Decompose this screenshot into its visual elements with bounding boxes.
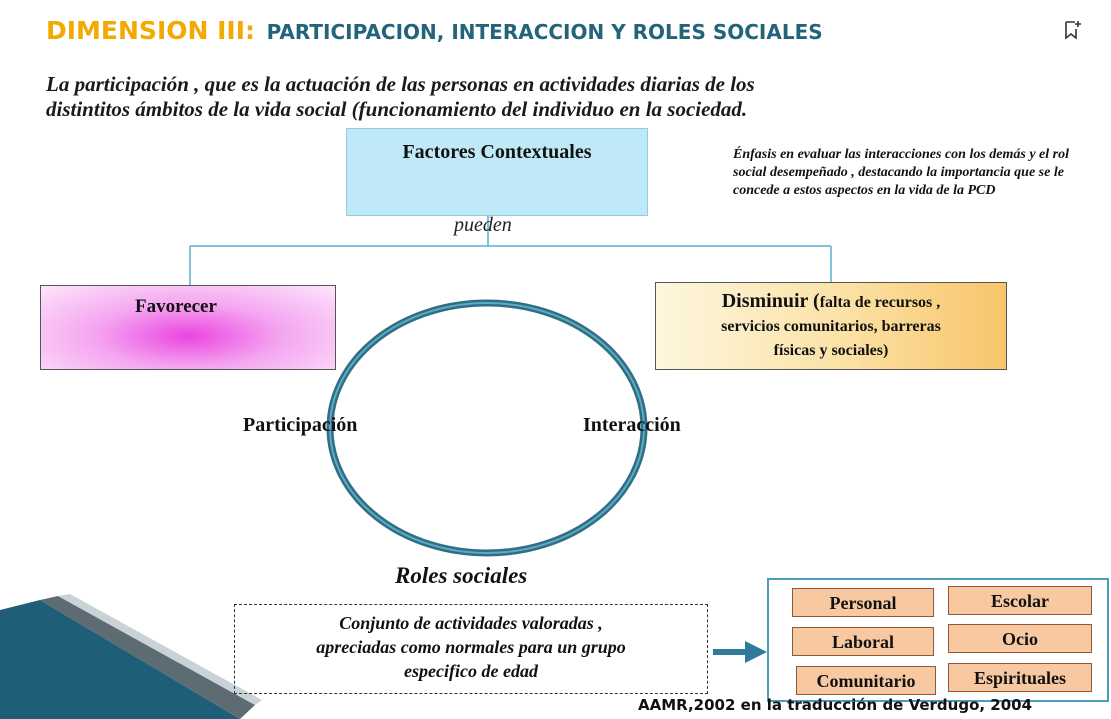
role-chip-personal: Personal xyxy=(792,588,934,617)
factores-contextuales-box: Factores Contextuales xyxy=(346,128,648,216)
roles-sociales-label: Roles sociales xyxy=(395,563,528,588)
role-chip-comunitario: Comunitario xyxy=(796,666,936,695)
disminuir-detail: falta de recursos , xyxy=(819,294,941,311)
disminuir-line-3: físicas y sociales) xyxy=(773,342,889,359)
role-chip-laboral: Laboral xyxy=(792,627,934,656)
intro-text: La participación , que es la actuación d… xyxy=(46,72,1066,122)
pueden-label: pueden xyxy=(454,214,512,236)
enfasis-note: Énfasis en evaluar las interacciones con… xyxy=(733,147,1069,198)
disminuir-box: Disminuir (falta de recursos , servicios… xyxy=(655,282,1007,370)
conjunto-line-2: apreciadas como normales para un grupo xyxy=(316,637,626,657)
bookmark-plus-icon[interactable] xyxy=(1064,20,1082,40)
interaccion-label: Interacción xyxy=(583,414,681,436)
intro-line-1: La participación , que es la actuación d… xyxy=(46,72,755,96)
title-main: DIMENSION III: xyxy=(46,16,256,45)
conjunto-line-1: Conjunto de actividades valoradas , xyxy=(339,613,603,633)
role-chip-escolar: Escolar xyxy=(948,586,1092,615)
disminuir-line-2: servicios comunitarios, barreras xyxy=(721,318,941,335)
right-arrow-icon xyxy=(713,641,767,663)
conjunto-definition-box: Conjunto de actividades valoradas , apre… xyxy=(234,604,708,694)
conjunto-line-3: especifico de edad xyxy=(404,661,538,681)
participation-cycle-circle xyxy=(326,299,648,557)
title-sub: PARTICIPACION, INTERACCION Y ROLES SOCIA… xyxy=(266,20,823,44)
role-chip-espirituales: Espirituales xyxy=(948,663,1092,692)
favorecer-box: Favorecer xyxy=(40,285,336,370)
roles-panel: Personal Escolar Laboral Ocio Comunitari… xyxy=(767,578,1109,702)
disminuir-title: Disminuir ( xyxy=(721,290,820,312)
citation-text: AAMR,2002 en la traducción de Verdugo, 2… xyxy=(638,696,1033,714)
participacion-label: Participación xyxy=(243,414,358,436)
intro-line-2: distintitos ámbitos de la vida social (f… xyxy=(46,97,748,121)
slide-title: DIMENSION III: PARTICIPACION, INTERACCIO… xyxy=(46,16,823,45)
role-chip-ocio: Ocio xyxy=(948,624,1092,653)
